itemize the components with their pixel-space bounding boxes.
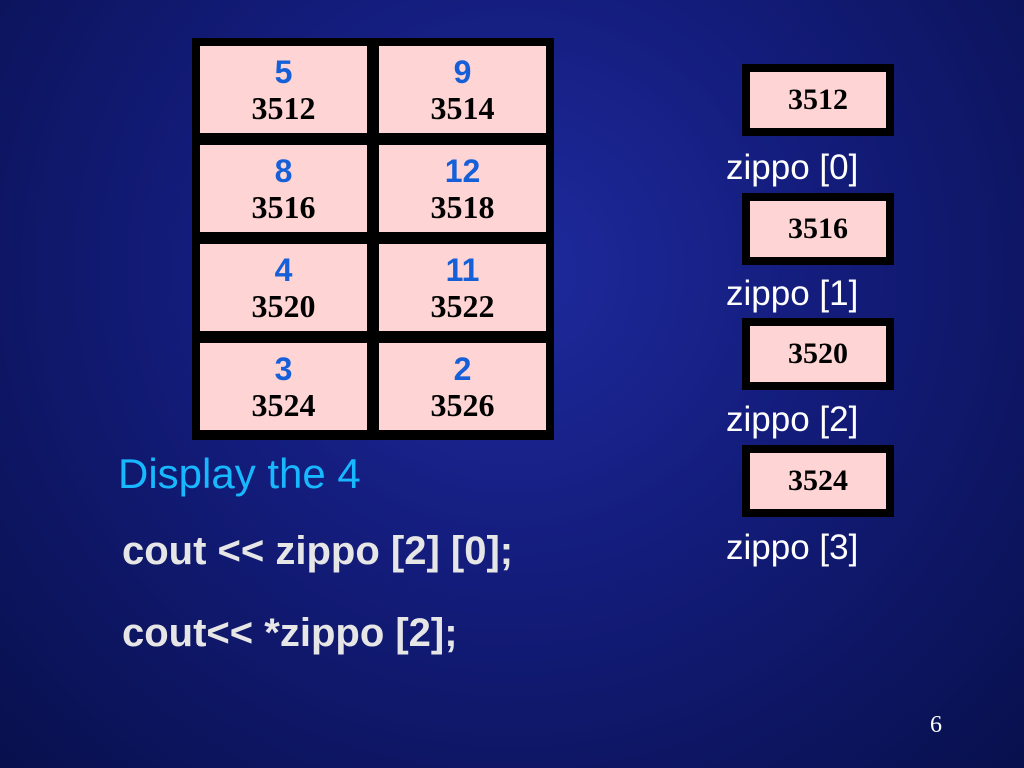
pointer-label-1: zippo [1] <box>726 274 859 313</box>
pointer-box-0: 3512 <box>742 64 894 136</box>
cell-value: 11 <box>445 251 480 288</box>
grid-cell: 2 3526 <box>379 343 546 430</box>
pointer-address: 3512 <box>750 72 886 128</box>
cell-value: 3 <box>274 350 293 387</box>
cell-address: 3518 <box>430 188 495 225</box>
memory-grid: 5 3512 9 3514 8 3516 12 3518 4 3520 11 3… <box>192 38 554 440</box>
cell-value: 2 <box>453 350 472 387</box>
pointer-box-2: 3520 <box>742 318 894 390</box>
cell-value: 12 <box>444 152 481 189</box>
grid-cell: 12 3518 <box>379 145 546 232</box>
cell-address: 3516 <box>251 188 316 225</box>
display-heading: Display the 4 <box>118 450 361 497</box>
slide-number: 6 <box>930 712 942 738</box>
cell-address: 3524 <box>251 386 316 423</box>
pointer-box-1: 3516 <box>742 193 894 265</box>
grid-cell: 9 3514 <box>379 46 546 133</box>
cell-address: 3514 <box>430 89 495 126</box>
cell-value: 9 <box>453 53 472 90</box>
grid-cell: 5 3512 <box>200 46 367 133</box>
cell-value: 5 <box>274 53 293 90</box>
cell-address: 3526 <box>430 386 495 423</box>
grid-cell: 3 3524 <box>200 343 367 430</box>
code-line-1: cout << zippo [2] [0]; <box>122 529 514 573</box>
pointer-label-2: zippo [2] <box>726 400 859 439</box>
pointer-box-3: 3524 <box>742 445 894 517</box>
pointer-label-0: zippo [0] <box>726 148 859 187</box>
cell-address: 3520 <box>251 287 316 324</box>
code-line-2: cout<< *zippo [2]; <box>122 611 458 655</box>
grid-cell: 4 3520 <box>200 244 367 331</box>
grid-cell: 11 3522 <box>379 244 546 331</box>
pointer-address: 3524 <box>750 453 886 509</box>
grid-cell: 8 3516 <box>200 145 367 232</box>
pointer-label-3: zippo [3] <box>726 528 859 567</box>
cell-value: 8 <box>274 152 293 189</box>
pointer-address: 3516 <box>750 201 886 257</box>
cell-value: 4 <box>274 251 293 288</box>
cell-address: 3512 <box>251 89 316 126</box>
cell-address: 3522 <box>430 287 495 324</box>
pointer-address: 3520 <box>750 326 886 382</box>
